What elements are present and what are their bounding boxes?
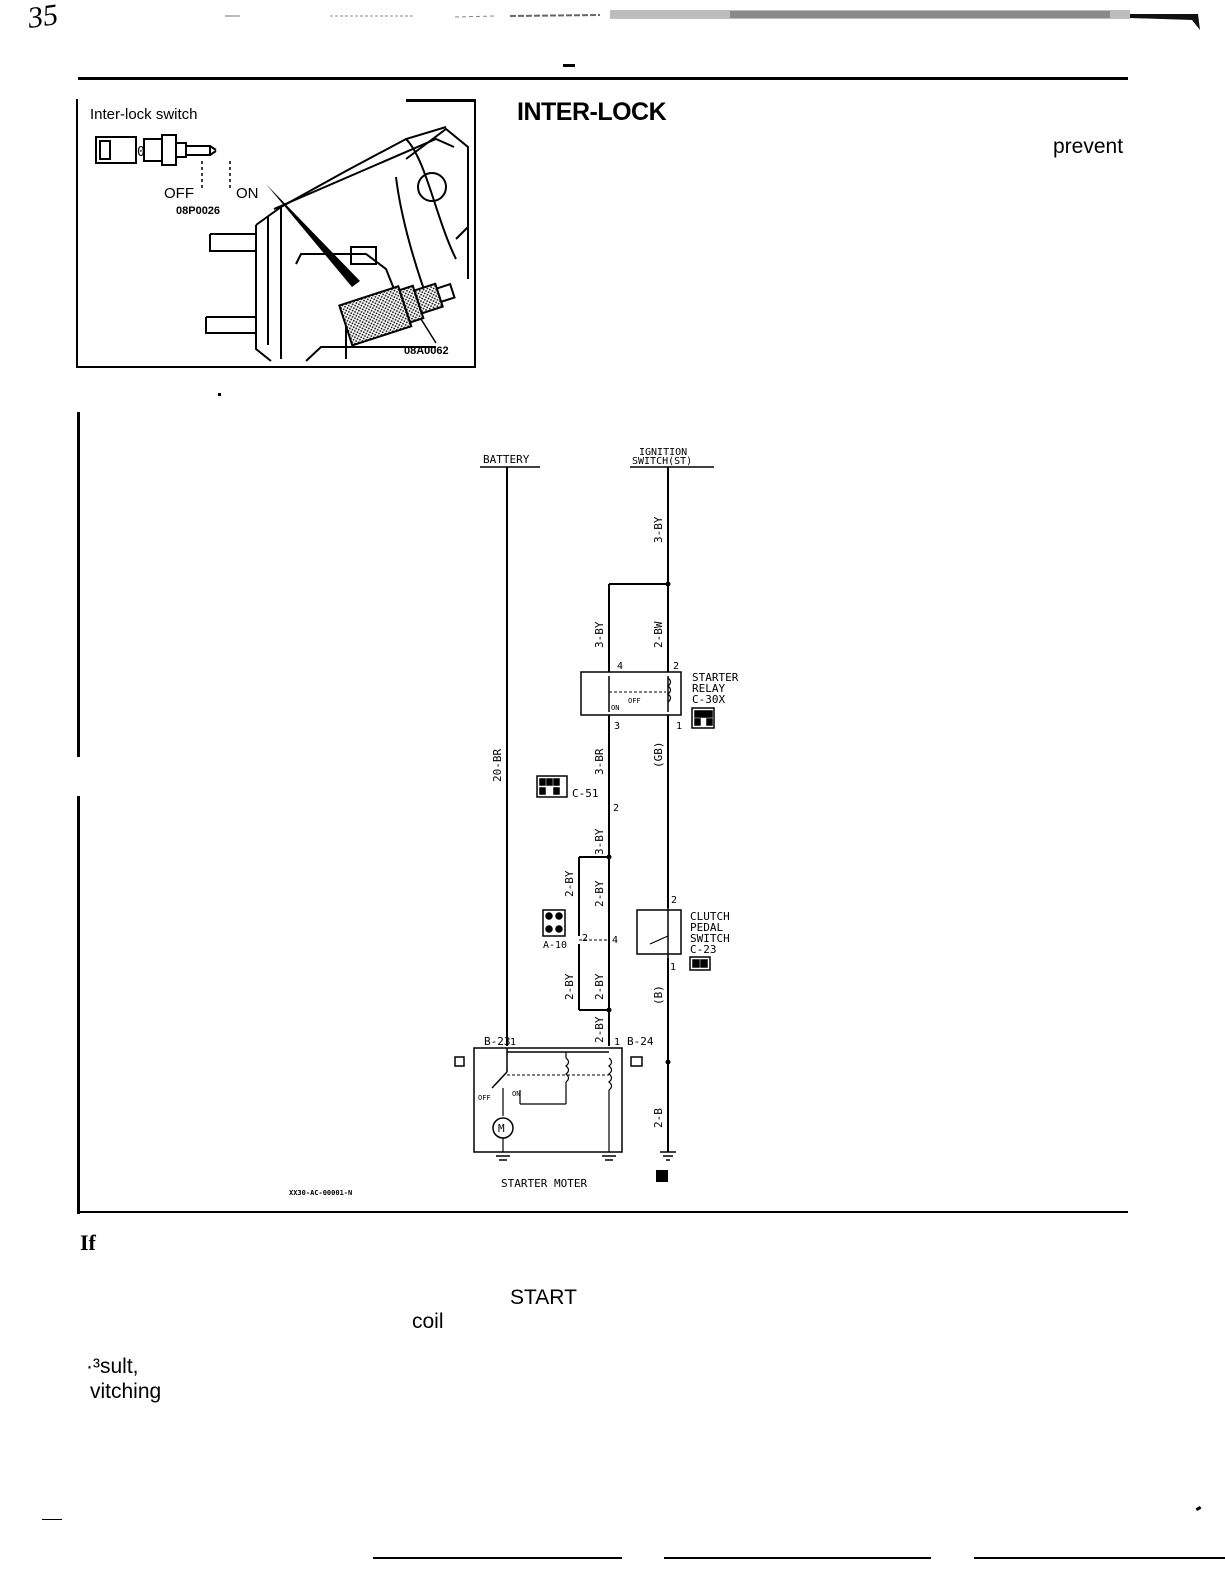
footer-rule-2 [664, 1557, 931, 1559]
wire-label-20br: 20-BR [491, 749, 504, 782]
footer-rule-3 [974, 1557, 1225, 1559]
c51-pin: 2 [613, 803, 619, 814]
wire-label-2by-b: 2-BY [593, 880, 606, 907]
relay-pin-4: 4 [617, 661, 623, 672]
wire-label-2by-a: 2-BY [563, 870, 576, 897]
header-dash [563, 64, 575, 67]
a10-pin-4: 4 [612, 935, 618, 946]
c51-connector-icon [536, 775, 568, 798]
svg-text:0: 0 [137, 145, 145, 160]
body-fragment-result: ·³sult, [86, 1355, 139, 1378]
b23-label: B-23 [484, 1035, 511, 1048]
wire-label-2by-e: 2-BY [593, 1016, 606, 1043]
c51-label: C-51 [572, 787, 599, 800]
wire-label-3by-top: 3-BY [652, 516, 665, 543]
inset-off-label: OFF [164, 185, 194, 202]
starter-interlock-wiring-diagram: BATTERY IGNITION SWITCH(ST) 20-BR 3-BY 3… [454, 447, 739, 1190]
a10-connector-icon [542, 909, 566, 937]
motor-symbol-label: M [498, 1122, 505, 1135]
diagram-frame-left-upper [77, 412, 80, 757]
section-heading: INTER-LOCK [517, 98, 667, 126]
clutch-name-2: PEDAL [690, 921, 723, 934]
diagram-frame-bottom [77, 1211, 1128, 1213]
b24-connector-icon [630, 1056, 643, 1067]
motor-on-label: ON [512, 1090, 520, 1098]
inter-lock-switch-illustration: 0 [95, 126, 469, 362]
diagram-code: XX30-AC-00001-N [289, 1189, 353, 1197]
wire-label-3by-low: 3-BY [593, 828, 606, 855]
starter-relay-box [580, 671, 682, 716]
body-fragment-switching: vitching [90, 1380, 162, 1403]
inset-figure-top-rule [406, 99, 474, 102]
footer-tick-right [1195, 1505, 1202, 1512]
ground-connector-icon [656, 1170, 668, 1182]
relay-connector-icon [691, 707, 715, 729]
relay-name-3: C-30X [692, 693, 725, 706]
motor-off-label: OFF [478, 1094, 491, 1102]
relay-pin-3: 3 [614, 721, 620, 732]
starter-motor-label: STARTER MOTER [501, 1177, 587, 1190]
footer-rule-1 [373, 1557, 622, 1559]
inset-on-label: ON [236, 185, 259, 202]
b24-pin: 1 [614, 1037, 620, 1048]
body-fragment-start: START [510, 1286, 577, 1309]
inset-code-a: 08P0026 [176, 205, 221, 217]
wire-label-gb: (GB) [652, 742, 665, 769]
footer-dash-left [42, 1519, 62, 1520]
clutch-connector-icon [689, 956, 711, 971]
corner-handwritten-mark: 35 [25, 0, 61, 35]
inset-figure-label: Inter-lock switch [90, 106, 198, 123]
clutch-name-3: SWITCH [690, 932, 730, 945]
stray-dot [218, 393, 221, 396]
wire-label-2bw: 2-BW [652, 621, 665, 648]
relay-on-label: ON [611, 704, 619, 712]
wire-label-3br: 3-BR [593, 748, 606, 775]
battery-label: BATTERY [483, 453, 530, 466]
starter-motor-box [473, 1047, 623, 1153]
scan-artifact-top-band [225, 10, 1200, 30]
wire-label-2by-d: 2-BY [593, 973, 606, 1000]
body-fragment-prevent: prevent [1053, 135, 1124, 158]
relay-pin-1: 1 [676, 721, 682, 732]
wire-label-2b: 2-B [652, 1108, 665, 1128]
ignition-switch-label-1: IGNITION [639, 447, 687, 458]
wire-label-2by-c: 2-BY [563, 973, 576, 1000]
relay-name-2: RELAY [692, 682, 725, 695]
switch-symbol: 0 [95, 134, 217, 166]
clutch-name-1: CLUTCH [690, 910, 730, 923]
clutch-name-4: C-23 [690, 943, 717, 956]
clutch-pin-top: 2 [671, 895, 677, 906]
clutch-switch-box [636, 909, 682, 955]
b23-connector-icon [454, 1056, 465, 1067]
wire-label-b: (B) [652, 985, 665, 1005]
a10-pin-2: 2 [582, 933, 588, 944]
inset-figure-frame [76, 99, 476, 368]
clutch-pin-bottom: 1 [670, 962, 676, 973]
relay-name-1: STARTER [692, 671, 739, 684]
relay-pin-2: 2 [673, 661, 679, 672]
ignition-switch-label-2: SWITCH(ST) [632, 456, 692, 467]
wire-label-3by-mid: 3-BY [593, 621, 606, 648]
b23-pin: 1 [510, 1037, 516, 1048]
header-rule [78, 77, 1128, 80]
a10-label: A-10 [543, 940, 567, 951]
relay-off-label: OFF [628, 697, 641, 705]
diagram-frame-left-lower [77, 796, 80, 1214]
b24-label: B-24 [627, 1035, 654, 1048]
body-fragment-coil: coil [412, 1310, 444, 1333]
body-fragment-if: If [80, 1230, 96, 1255]
